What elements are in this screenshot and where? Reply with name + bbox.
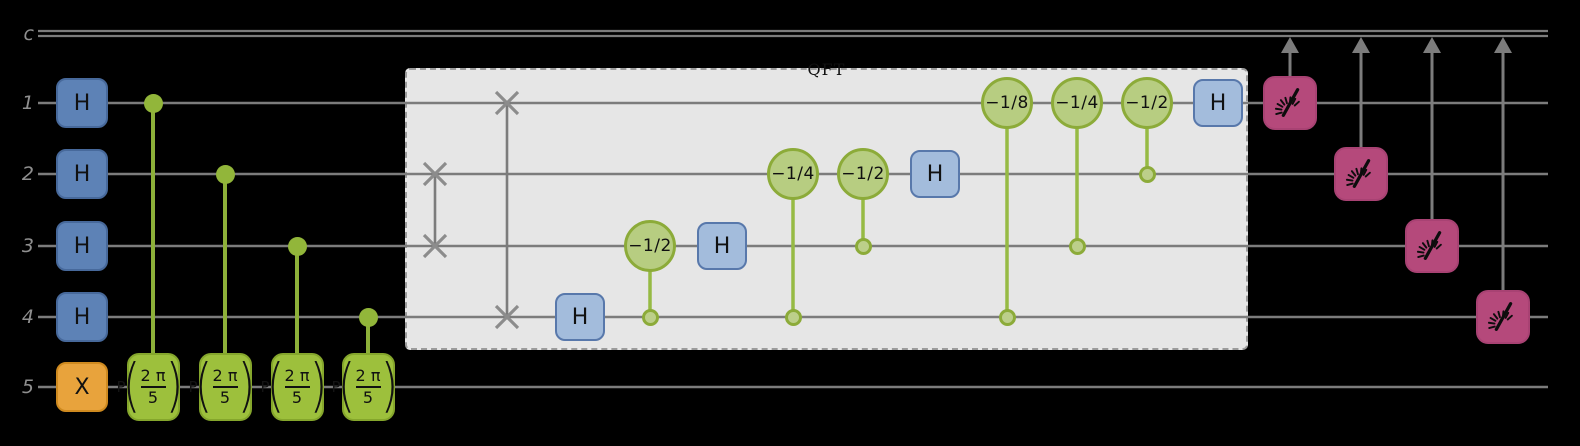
qubit-label: 5	[21, 376, 34, 398]
fraction-denominator: 5	[147, 388, 159, 407]
meter-icon	[1345, 159, 1371, 188]
measure-gate	[1263, 76, 1317, 130]
swap-cross-icon	[494, 90, 520, 116]
h-gate: H	[1193, 79, 1243, 127]
qft-label: QFT	[807, 60, 846, 79]
phase-gate-letter: P	[188, 378, 198, 396]
gate-letter: H	[926, 161, 944, 187]
measure-gate	[1476, 290, 1530, 344]
gate-letter: H	[73, 233, 91, 259]
fraction-denominator: 5	[219, 388, 231, 407]
fraction-denominator: 5	[362, 388, 374, 407]
swap-cross-icon	[422, 233, 448, 259]
arrow-up-icon	[1281, 37, 1299, 53]
h-gate: H	[56, 221, 108, 271]
phase-control-circle	[854, 237, 872, 255]
control-dot	[143, 93, 163, 113]
meter-icon	[1274, 88, 1300, 117]
measure-gate	[1334, 147, 1388, 201]
gate-letter: H	[713, 233, 731, 259]
gate-letter: H	[73, 161, 91, 187]
fraction-bar	[212, 386, 238, 388]
open-paren: (	[194, 350, 213, 419]
classical-wire-label: c	[23, 22, 34, 45]
h-gate: H	[56, 292, 108, 342]
arrow-up-icon	[1494, 37, 1512, 53]
fraction-numerator: 2 π	[284, 365, 310, 385]
measure-gate	[1405, 219, 1459, 273]
qubit-label: 4	[21, 306, 34, 328]
phase-circle: −1/2	[1121, 77, 1173, 129]
phase-circle: −1/8	[981, 77, 1033, 129]
fraction-denominator: 5	[291, 388, 303, 407]
phase-control-circle	[641, 308, 659, 326]
close-paren: )	[309, 350, 328, 419]
qubit-label: 1	[21, 92, 34, 114]
phase-circle: −1/2	[837, 148, 889, 200]
h-gate: H	[555, 293, 605, 341]
phase-control-circle	[784, 308, 802, 326]
phase-circle: −1/2	[624, 220, 676, 272]
control-dot	[215, 164, 235, 184]
meter-icon	[1416, 231, 1442, 260]
arrow-up-icon	[1352, 37, 1370, 53]
fraction-bar	[355, 386, 381, 388]
swap-cross-icon	[494, 304, 520, 330]
open-paren: (	[266, 350, 285, 419]
gate-letter: X	[74, 374, 90, 400]
close-paren: )	[237, 350, 256, 419]
close-paren: )	[380, 350, 399, 419]
fraction-bar	[140, 386, 166, 388]
fraction-numerator: 2 π	[355, 365, 381, 385]
gate-letter: H	[1209, 90, 1227, 116]
phase-control-circle	[1068, 237, 1086, 255]
h-gate: H	[910, 150, 960, 198]
h-gate: H	[697, 222, 747, 270]
swap-cross-icon	[422, 161, 448, 187]
open-paren: (	[337, 350, 356, 419]
phase-circle: −1/4	[767, 148, 819, 200]
control-dot	[287, 236, 307, 256]
control-dot	[358, 307, 378, 327]
qubit-label: 2	[21, 163, 34, 185]
phase-gate-letter: P	[331, 378, 341, 396]
close-paren: )	[165, 350, 184, 419]
phase-control-circle	[998, 308, 1016, 326]
phase-gate-letter: P	[260, 378, 270, 396]
phase-control-circle	[1138, 165, 1156, 183]
qubit-label: 3	[21, 235, 34, 257]
open-paren: (	[122, 350, 141, 419]
h-gate: H	[56, 149, 108, 199]
phase-gate-letter: P	[116, 378, 126, 396]
h-gate: H	[56, 78, 108, 128]
phase-circle: −1/4	[1051, 77, 1103, 129]
fraction-numerator: 2 π	[212, 365, 238, 385]
arrow-up-icon	[1423, 37, 1441, 53]
meter-icon	[1487, 302, 1513, 331]
x-gate: X	[56, 362, 108, 412]
fraction-numerator: 2 π	[140, 365, 166, 385]
gate-letter: H	[73, 90, 91, 116]
qft-block: QFT	[405, 60, 1248, 350]
gate-letter: H	[571, 304, 589, 330]
fraction-bar	[284, 386, 310, 388]
gate-letter: H	[73, 304, 91, 330]
